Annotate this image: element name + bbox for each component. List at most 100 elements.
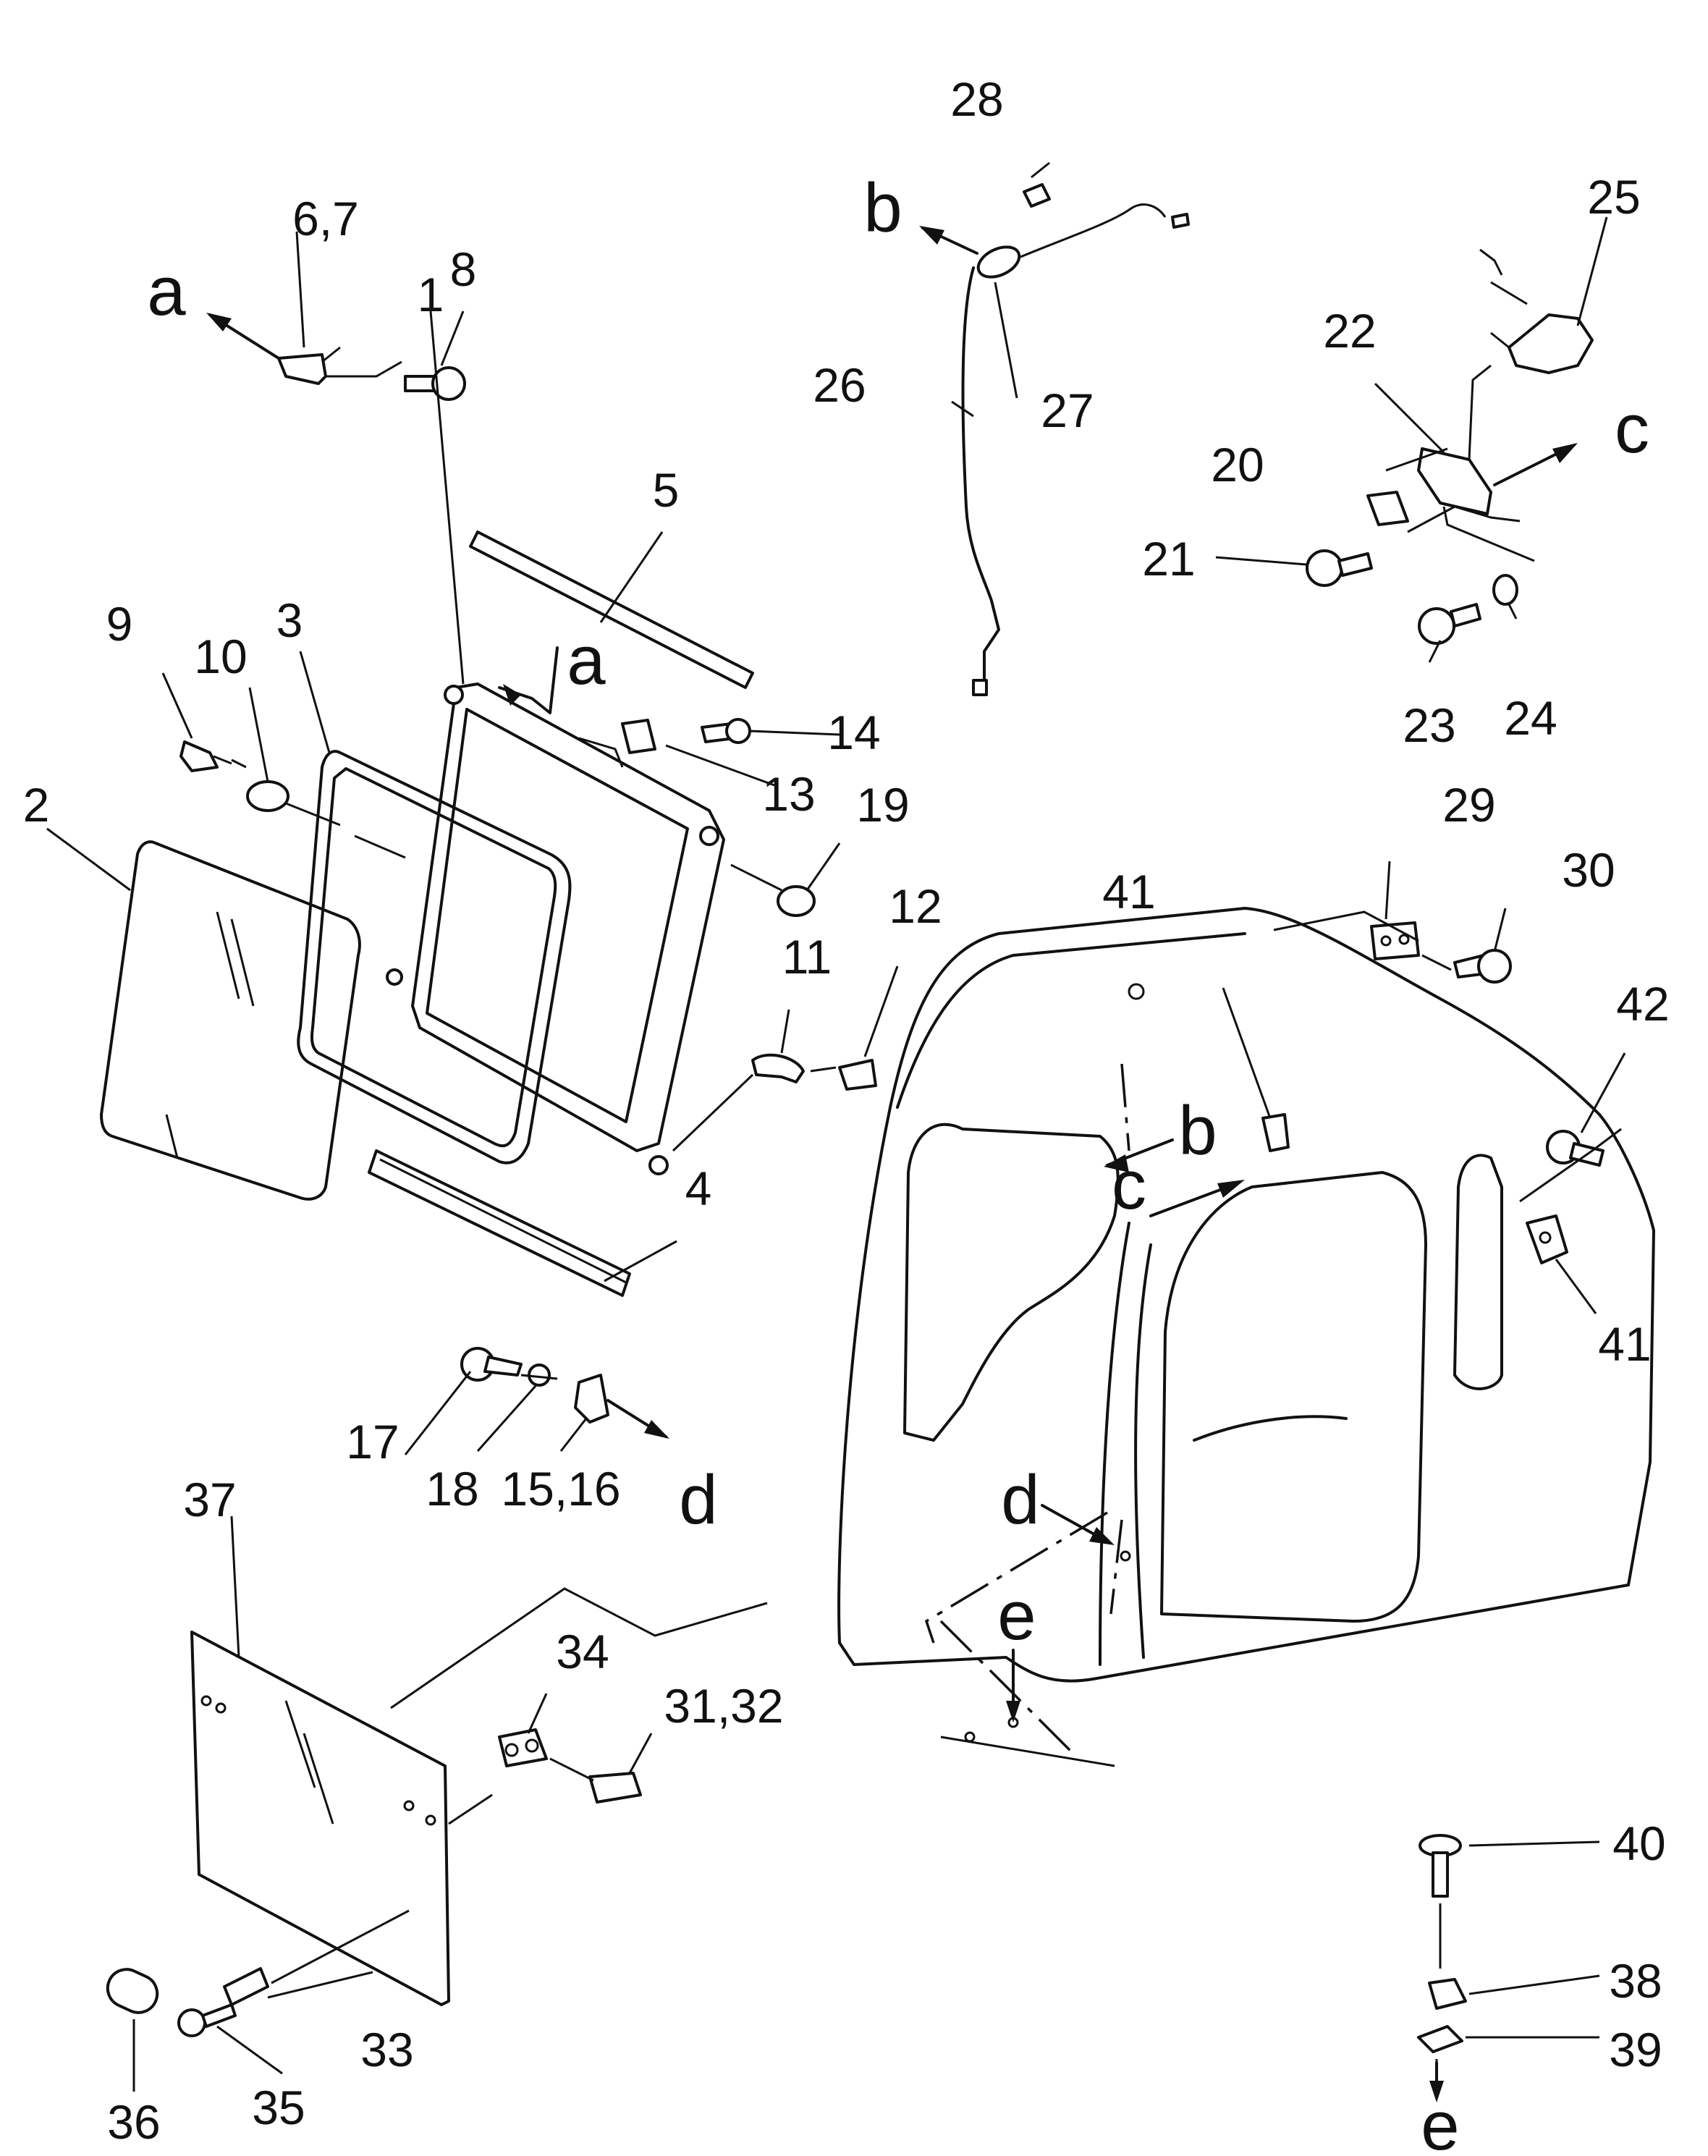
label-part-34: 34: [556, 1625, 609, 1678]
assembly-line-42-cab: [1519, 1128, 1622, 1203]
ref-letter-a-frame: a: [567, 622, 606, 699]
hinge-bracket-41-side: [1526, 1214, 1568, 1264]
label-part-41-side: 41: [1598, 1317, 1651, 1371]
leader-5: [599, 531, 664, 623]
cab-door-window-outline: [1160, 1171, 1427, 1623]
leader-33: [267, 1971, 373, 1999]
label-part-8: 8: [450, 242, 477, 296]
cab-dashdot-1: [1120, 1063, 1130, 1151]
bolt-9: [179, 740, 219, 772]
assembly-line-22-24: [1442, 506, 1535, 562]
leader-41b: [1555, 1259, 1597, 1314]
assembly-line-37-34-31: [448, 1757, 594, 1825]
window-glass-2: [100, 840, 361, 1201]
bolt-21: [1337, 552, 1373, 577]
label-part-41-top: 41: [1102, 865, 1155, 918]
label-part-26: 26: [813, 358, 866, 412]
bushing-10: [246, 780, 289, 812]
cab-mount-hole: [1539, 1231, 1552, 1244]
ref-letter-d-cab: d: [1001, 1461, 1039, 1539]
leader-23: [1428, 640, 1442, 663]
leader-38: [1468, 1974, 1600, 1995]
panel-hole: [200, 1695, 212, 1707]
leader-2: [46, 827, 131, 892]
leader-35: [216, 2025, 283, 2075]
label-part-11: 11: [782, 930, 832, 984]
assembly-line-37-cab: [390, 1587, 768, 1709]
window-frame-1-channel: [578, 737, 624, 768]
label-part-1: 1: [418, 268, 444, 321]
upper-rail-5: [469, 530, 754, 689]
washer-18: [528, 1364, 551, 1387]
bracket-22: [1417, 447, 1492, 515]
frame-pin: [699, 826, 719, 846]
leader-12: [863, 965, 899, 1057]
label-part-31-32: 31,32: [664, 1679, 783, 1733]
plate-29: [1370, 921, 1420, 960]
cap-19: [777, 885, 816, 917]
leader-lines: [46, 161, 1626, 2099]
leader-41a: [1222, 987, 1272, 1119]
wire-harness-26: [961, 266, 1000, 689]
cab-pillar: [1099, 1222, 1130, 1666]
cab-mount-hole: [964, 1731, 976, 1743]
label-part-23: 23: [1403, 698, 1455, 752]
leader-28: [1031, 161, 1050, 179]
ref-letter-c-cab: c: [1112, 1146, 1146, 1224]
label-part-21: 21: [1142, 532, 1195, 585]
leader-31-32: [628, 1733, 653, 1774]
leader-25: [1576, 216, 1608, 326]
lower-rail-4-edge: [379, 1158, 627, 1284]
label-part-29: 29: [1442, 778, 1495, 832]
cab-pillar-2: [1134, 1243, 1152, 1659]
cab-outline: [837, 907, 1655, 1683]
leader-9: [161, 672, 193, 739]
bolt-40: [1432, 1851, 1449, 1898]
leader-21: [1215, 556, 1307, 566]
arrow-c-cab-head: [1217, 1180, 1245, 1198]
leader-18: [476, 1385, 537, 1452]
leader-34: [527, 1693, 548, 1734]
cab-roof-edge: [896, 932, 1246, 1109]
cab-mount-hole: [1120, 1550, 1131, 1562]
leader-10: [248, 687, 269, 782]
assembly-line-1-11: [672, 1073, 754, 1152]
assembly-line-9-10-3: [231, 758, 406, 859]
label-part-10: 10: [194, 630, 247, 683]
arrow-e-bottom-head: [1429, 2081, 1444, 2102]
arrow-a-window-head: [206, 313, 232, 331]
window-frame-1: [411, 682, 725, 1152]
assembly-line-29-cab: [1273, 910, 1419, 942]
label-part-42: 42: [1616, 977, 1669, 1031]
leader-29: [1384, 861, 1391, 920]
latch-15-16: [574, 1374, 609, 1424]
bracket-13: [621, 719, 656, 754]
leader-27: [994, 282, 1018, 399]
screw-14-head: [725, 718, 751, 744]
cab-dashdot-2: [924, 1511, 1108, 1644]
label-part-4: 4: [685, 1162, 712, 1215]
wire-harness-26-connector: [972, 679, 988, 696]
leader-42: [1580, 1052, 1626, 1133]
leader-4: [604, 1240, 677, 1282]
bolt-30-head: [1477, 949, 1512, 984]
leader-37: [230, 1515, 240, 1658]
cab-side-window-outline: [1453, 1154, 1503, 1390]
leader-26: [951, 400, 974, 418]
leader-20: [1385, 447, 1448, 472]
cab-seat-line: [1193, 1415, 1348, 1442]
label-part-24: 24: [1504, 691, 1557, 745]
ref-letter-e-cab: e: [997, 1577, 1036, 1654]
arrow-b-cab-head: [1104, 1154, 1129, 1172]
leader-11: [780, 1009, 790, 1054]
label-part-27: 27: [1041, 384, 1094, 437]
bolt-23-head: [1418, 607, 1455, 645]
ref-letter-e-bottom: e: [1421, 2087, 1459, 2156]
label-part-19: 19: [856, 778, 909, 832]
switch-25: [1508, 313, 1594, 374]
label-part-36: 36: [107, 2095, 160, 2149]
leader-6-7: [295, 231, 305, 348]
assembly-line-30-29: [1421, 954, 1452, 971]
label-part-17: 17: [346, 1415, 399, 1468]
